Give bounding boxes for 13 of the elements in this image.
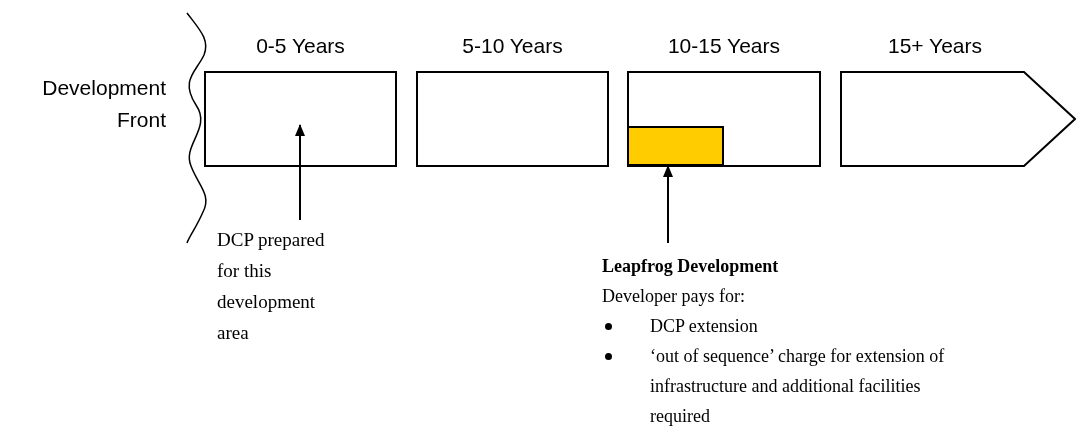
callout-text: Developer pays for:	[602, 285, 746, 308]
arrow	[663, 165, 673, 244]
period-heading: 15+ Years	[887, 33, 983, 59]
annotation-text: DCP prepared for this development area	[217, 228, 326, 345]
period-heading: 5-10 Years	[461, 33, 564, 59]
period-heading: 0-5 Years	[255, 33, 346, 59]
axis-label: Development Front	[41, 75, 166, 133]
highlighted-area	[627, 126, 724, 166]
bullet-item: ‘out of sequence’ charge for extension of infrastructure and additional facilities required	[650, 345, 946, 428]
callout-heading: Leapfrog Development	[602, 255, 780, 278]
bullet-item: DCP extension	[650, 315, 759, 338]
arrow	[295, 124, 305, 221]
period-heading: 10-15 Years	[666, 33, 782, 59]
